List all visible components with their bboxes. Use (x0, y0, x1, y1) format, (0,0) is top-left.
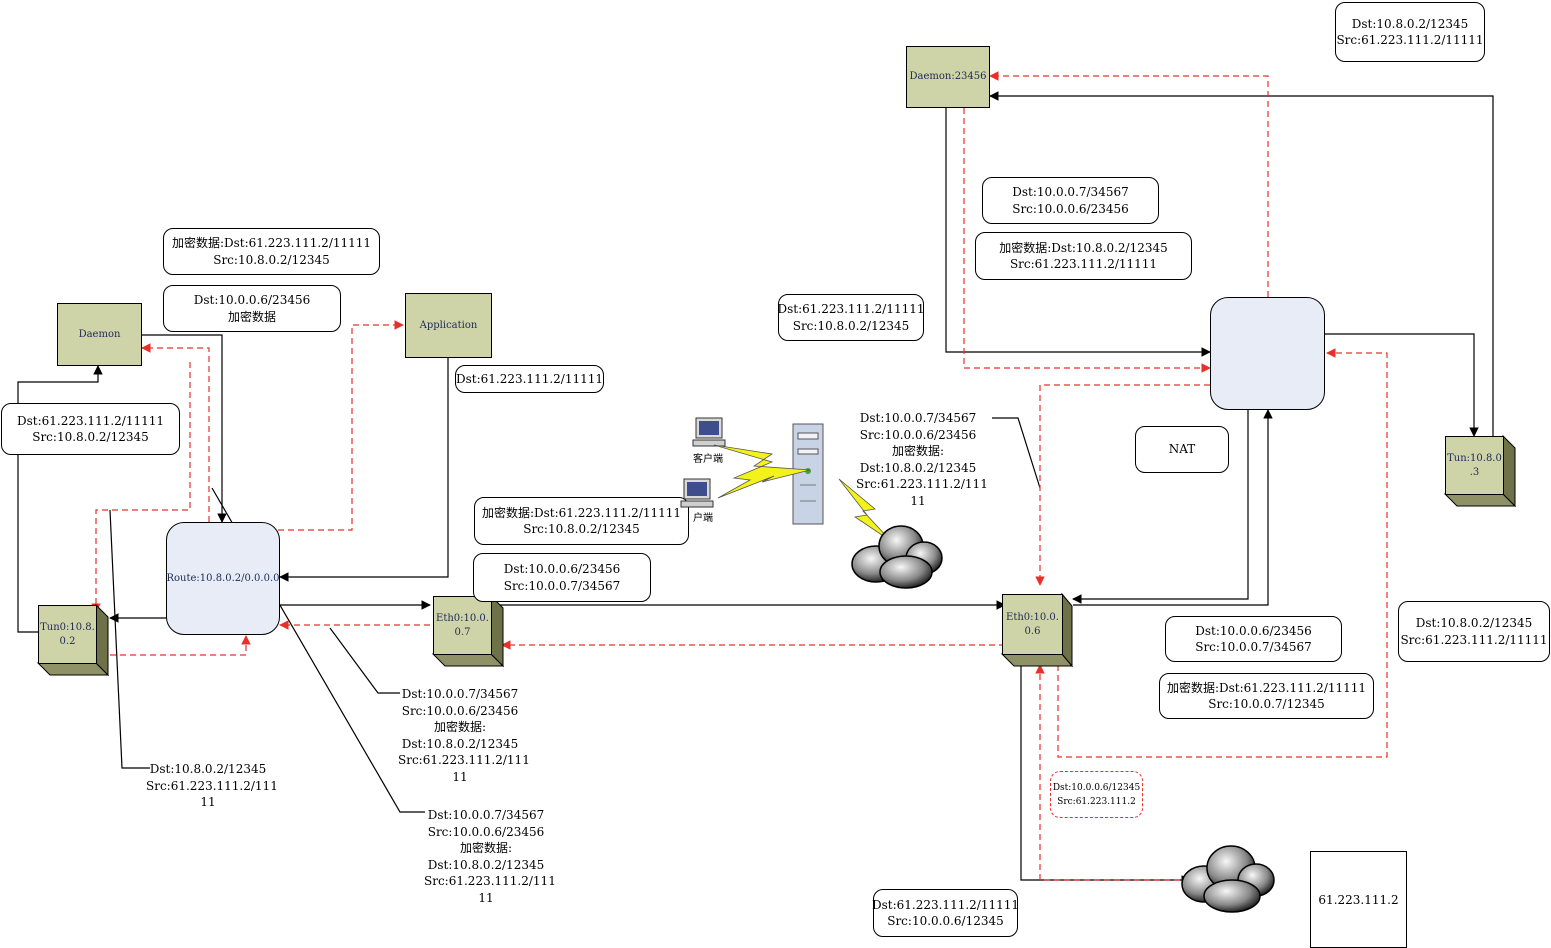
label-box-l6: Dst:10.0.0.6/23456 Src:10.0.0.7/34567 (473, 553, 651, 602)
cloud-icon (1181, 845, 1275, 913)
dashed-route-to-app (278, 320, 404, 531)
daemon-left-label: Daemon (78, 328, 121, 340)
label-box-l12: Dst:10.0.0.7/34567 Src:10.0.0.6/23456 (982, 177, 1159, 224)
label-l15: Dst:10.0.0.6/23456 Src:10.0.0.7/34567 (1195, 623, 1312, 655)
eth-right-node: Eth0:10.0. 0.6 (1000, 592, 1074, 668)
label-box-l19: Dst:61.223.111.2/11111 Src:10.0.0.6/1234… (871, 889, 1020, 937)
tun-right-node: Tun:10.8.0 .3 (1443, 434, 1517, 508)
daemon-right-label: Daemon:23456 (909, 71, 987, 82)
eth-left-label: Eth0:10.0. 0.7 (433, 596, 492, 655)
label-box-l17: Dst:10.8.0.2/12345 Src:61.223.111.2/1111… (1398, 601, 1550, 662)
public-ip-label: 61.223.111.2 (1318, 892, 1399, 907)
eth-right-label: Eth0:10.0. 0.6 (1002, 594, 1063, 655)
dashed-daemon-to-nat (963, 108, 1211, 373)
cloud-icon (851, 525, 943, 589)
label-l5: 加密数据:Dst:61.223.111.2/11111 Src:10.8.0.2… (481, 505, 682, 537)
nat-router-node (1210, 297, 1325, 410)
route-router-node: Route:10.8.0.2/0.0.0.0 (166, 522, 280, 635)
public-ip-box: 61.223.111.2 (1310, 851, 1407, 948)
label-box-l18: Dst:10.0.0.6/12345 Src:61.223.111.2 (1050, 771, 1143, 818)
callout-l8 (109, 509, 150, 769)
label-box-l3: Dst:61.223.111.2/11111 (455, 365, 604, 393)
label-box-l14: Dst:61.223.111.2/11111 Src:10.8.0.2/1234… (777, 294, 925, 341)
label-l7: Dst:10.0.0.7/34567 Src:10.0.0.6/23456 加密… (856, 411, 988, 508)
label-l12: Dst:10.0.0.7/34567 Src:10.0.0.6/23456 (1012, 185, 1129, 216)
computer-icon (692, 417, 726, 447)
client-2-label: 户端 (693, 513, 713, 524)
label-box-l11: Dst:10.8.0.2/12345 Src:61.223.111.2/1111… (1335, 2, 1485, 62)
label-l17: Dst:10.8.0.2/12345 Src:61.223.111.2/1111… (1400, 616, 1548, 647)
dashed-eth-to-nat (1057, 348, 1388, 758)
label-box-l1: 加密数据:Dst:61.223.111.2/11111 Src:10.8.0.2… (163, 228, 380, 275)
tun-right-label: Tun:10.8.0 .3 (1445, 436, 1504, 495)
tun-left-node: Tun0:10.8. 0.2 (36, 603, 110, 677)
dashed-cloud-to-eth (1035, 664, 1180, 881)
label-l6: Dst:10.0.0.6/23456 Src:10.0.0.7/34567 (503, 562, 621, 593)
dashed-nat-to-daemon (989, 71, 1269, 297)
dashed-route-to-daemon (141, 343, 210, 522)
callout-l7 (992, 417, 1041, 489)
line-tun-to-daemon-right (989, 91, 1494, 488)
line-app-to-route (279, 358, 449, 582)
label-l16: 加密数据:Dst:61.223.111.2/11111 Src:10.0.0.7… (1166, 680, 1367, 712)
label-l1: 加密数据:Dst:61.223.111.2/11111 Src:10.8.0.2… (171, 236, 372, 267)
tun-left-label: Tun0:10.8. 0.2 (38, 605, 97, 664)
dashed-tun-to-route (110, 635, 251, 656)
eth-left-node: Eth0:10.0. 0.7 (431, 594, 505, 668)
label-box-l5: 加密数据:Dst:61.223.111.2/11111 Src:10.8.0.2… (474, 497, 689, 545)
nat-label: NAT (1168, 442, 1196, 457)
label-l13: 加密数据:Dst:10.8.0.2/12345 Src:61.223.111.2… (999, 240, 1168, 272)
label-box-l4: Dst:61.223.111.2/11111 Src:10.8.0.2/1234… (1, 403, 180, 455)
client-1-label: 客户端 (693, 454, 723, 465)
label-box-l2: Dst:10.0.0.6/23456 加密数据 (163, 285, 341, 332)
label-l14: Dst:61.223.111.2/11111 Src:10.8.0.2/1234… (777, 302, 925, 333)
daemon-right-node: Daemon:23456 (906, 46, 990, 108)
line-eth-to-cloud (1020, 665, 1191, 885)
lightning-icon (713, 444, 811, 499)
application-label: Application (419, 319, 478, 331)
label-box-l15: Dst:10.0.0.6/23456 Src:10.0.0.7/34567 (1165, 616, 1342, 662)
route-label: Route:10.8.0.2/0.0.0.0 (166, 573, 280, 584)
label-box-l16: 加密数据:Dst:61.223.111.2/11111 Src:10.0.0.7… (1159, 673, 1374, 719)
line-nat-to-eth (1072, 410, 1249, 604)
daemon-left-node: Daemon (57, 303, 142, 366)
label-box-l13: 加密数据:Dst:10.8.0.2/12345 Src:61.223.111.2… (975, 232, 1192, 280)
label-l4: Dst:61.223.111.2/11111 Src:10.8.0.2/1234… (16, 413, 165, 445)
computer-icon (680, 478, 714, 508)
line-daemon-to-nat (945, 108, 1211, 357)
label-l11: Dst:10.8.0.2/12345 Src:61.223.111.2/1111… (1336, 16, 1484, 48)
line-daemon-to-route (142, 334, 227, 523)
label-l9: Dst:10.0.0.7/34567 Src:10.0.0.6/23456 加密… (398, 687, 530, 784)
application-node: Application (405, 293, 492, 358)
label-l19: Dst:61.223.111.2/11111 Src:10.0.0.6/1234… (871, 897, 1020, 929)
dashed-nat-to-eth (1035, 384, 1210, 586)
line-eth-to-nat (1073, 409, 1273, 606)
nat-box: NAT (1135, 426, 1229, 473)
label-l8: Dst:10.8.0.2/12345 Src:61.223.111.2/111 … (146, 762, 278, 809)
label-l10: Dst:10.0.0.7/34567 Src:10.0.0.6/23456 加密… (424, 808, 556, 905)
dashed-daemon-to-tun (91, 362, 191, 613)
server-icon (792, 423, 824, 525)
label-l3: Dst:61.223.111.2/11111 (455, 371, 604, 386)
callout-l9 (329, 627, 400, 694)
line-tun-to-daemon (17, 365, 103, 633)
line-nat-to-tun (1325, 333, 1479, 437)
label-l2: Dst:10.0.0.6/23456 加密数据 (193, 293, 311, 324)
label-l18: Dst:10.0.0.6/12345 Src:61.223.111.2 (1052, 782, 1141, 807)
